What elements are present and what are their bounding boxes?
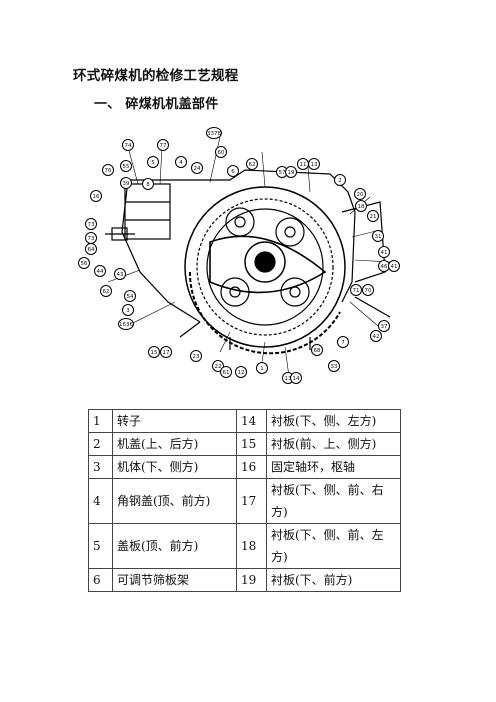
callout-bubble: 62	[100, 285, 112, 297]
part-number: 3	[88, 455, 113, 479]
table-row: 4 角钢盖(顶、前方) 17 衬板(下、侧、前、右方)	[88, 478, 401, 524]
callout-bubble: 7	[337, 336, 349, 348]
callout-bubble: 37	[378, 320, 390, 332]
table-row: 3 机体(下、侧方) 16 固定轴环，枢轴	[88, 455, 401, 479]
part-name: 角钢盖(顶、前方)	[112, 478, 237, 524]
table-row: 5 盖板(顶、前方) 18 衬板(下、侧、前、左方)	[88, 523, 401, 569]
table-row: 1 转子 14 衬板(下、侧、左方)	[88, 409, 401, 433]
part-name: 盖板(顶、前方)	[112, 523, 237, 569]
part-number: 18	[236, 523, 267, 569]
callout-bubble: 71	[350, 284, 362, 296]
callout-bubble: 8	[142, 178, 154, 190]
part-name: 机体(下、侧方)	[112, 455, 237, 479]
callout-bubble: 62	[246, 158, 258, 170]
callout-bubble: 1	[256, 362, 268, 374]
part-name: 衬板(下、侧、左方)	[266, 409, 401, 433]
callout-bubble: 23	[190, 350, 202, 362]
callout-bubble: 70	[362, 284, 374, 296]
part-name: 机盖(上、后方)	[112, 432, 237, 456]
crusher-cover-diagram: 74 77 3378 60 76 55 5 4 24 6 62 11 13 2 …	[78, 122, 410, 384]
callout-bubble: 68	[311, 344, 323, 356]
part-number: 19	[236, 568, 267, 592]
part-number: 14	[236, 409, 267, 433]
callout-bubble: 17	[160, 346, 172, 358]
part-name: 衬板(下、前方)	[266, 568, 401, 592]
part-number: 1	[88, 409, 113, 433]
part-number: 4	[88, 478, 113, 524]
part-number: 2	[88, 432, 113, 456]
part-number: 15	[236, 432, 267, 456]
callout-bubble: 1636	[118, 318, 134, 330]
part-name: 转子	[112, 409, 237, 433]
part-name: 衬板(下、侧、前、右方)	[266, 478, 401, 524]
section-heading: 一、 碎煤机机盖部件	[94, 97, 219, 112]
callout-bubble: 19	[285, 166, 297, 178]
part-number: 6	[88, 568, 113, 592]
callout-bubble: 31	[372, 230, 384, 242]
callout-bubble: 55	[120, 160, 132, 172]
callout-bubble: 12	[235, 366, 247, 378]
callout-bubble: 77	[157, 139, 169, 151]
callout-bubble: 73	[85, 218, 97, 230]
callout-bubble: 2	[334, 174, 346, 186]
callout-bubble: 5	[147, 156, 159, 168]
callout-bubble: 16	[90, 190, 102, 202]
callout-bubble: 43	[114, 268, 126, 280]
part-number: 16	[236, 455, 267, 479]
part-number: 5	[88, 523, 113, 569]
document-title: 环式碎煤机的检修工艺规程	[73, 68, 239, 84]
table-row: 2 机盖(上、后方) 15 衬板(前、上、侧方)	[88, 432, 401, 456]
part-number: 17	[236, 478, 267, 524]
callout-bubble: 13	[308, 158, 320, 170]
callout-bubble: 20	[354, 188, 366, 200]
callout-bubble: 15	[148, 346, 160, 358]
callout-bubble: 3378	[206, 127, 222, 139]
callout-bubble: 56	[78, 257, 90, 269]
callout-bubble: 14	[290, 372, 302, 384]
callout-bubble: 4	[175, 156, 187, 168]
callout-bubble: 41	[388, 260, 400, 272]
table-row: 6 可调节筛板架 19 衬板(下、前方)	[88, 568, 401, 592]
callout-bubble: 18	[355, 200, 367, 212]
part-name: 衬板(前、上、侧方)	[266, 432, 401, 456]
callout-bubble: 24	[191, 162, 203, 174]
callout-bubble: 44	[94, 265, 106, 277]
callout-bubble: 42	[370, 330, 382, 342]
part-name: 可调节筛板架	[112, 568, 237, 592]
parts-table-container: 1 转子 14 衬板(下、侧、左方) 2 机盖(上、后方) 15 衬板(前、上、…	[88, 409, 401, 592]
callout-bubble: 41	[378, 246, 390, 258]
callout-bubble: 54	[124, 290, 136, 302]
callout-bubble: 39	[120, 177, 132, 189]
parts-table: 1 转子 14 衬板(下、侧、左方) 2 机盖(上、后方) 15 衬板(前、上、…	[88, 409, 401, 592]
callout-bubble: 76	[102, 164, 114, 176]
part-name: 固定轴环，枢轴	[266, 455, 401, 479]
callout-bubble: 60	[215, 146, 227, 158]
callout-bubble: 74	[122, 139, 134, 151]
callout-bubble: 6	[227, 165, 239, 177]
callout-bubble: 61	[220, 366, 232, 378]
callout-bubble: 21	[367, 210, 379, 222]
callout-bubble: 3	[122, 304, 134, 316]
callout-bubble: 33	[328, 360, 340, 372]
callout-bubble: 64	[85, 243, 97, 255]
part-name: 衬板(下、侧、前、左方)	[266, 523, 401, 569]
